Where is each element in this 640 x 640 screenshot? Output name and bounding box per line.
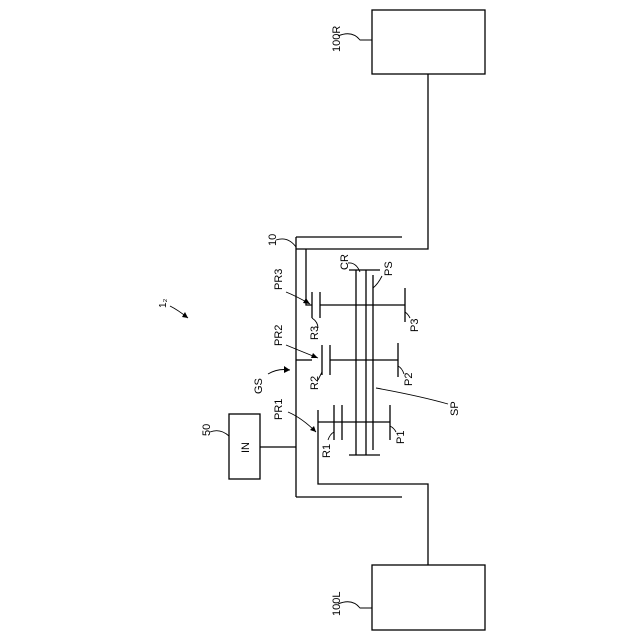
- leader-10: [276, 239, 296, 247]
- label-R3: R3: [309, 326, 321, 340]
- label-P2: P2: [403, 373, 415, 386]
- leader-PS: [373, 276, 382, 288]
- label-SP: SP: [449, 401, 461, 416]
- label-100L: 100L: [331, 592, 343, 616]
- leader-SP: [376, 388, 448, 404]
- pr3-connection: [306, 249, 312, 305]
- arrow-fig-head: [182, 312, 188, 318]
- wheel-left-box: [372, 565, 485, 630]
- label-10: 10: [267, 234, 279, 246]
- label-R1: R1: [321, 444, 333, 458]
- leader-100L: [338, 602, 372, 608]
- label-P1: P1: [395, 431, 407, 444]
- label-figure-ref: 1₂: [158, 298, 169, 308]
- leader-R1: [328, 432, 334, 440]
- wheel-right-box: [372, 10, 485, 74]
- label-PR2: PR2: [273, 325, 285, 346]
- label-PS: PS: [383, 261, 395, 276]
- label-CR: CR: [339, 254, 351, 270]
- label-50: 50: [201, 424, 213, 436]
- label-GS: GS: [253, 378, 265, 394]
- label-IN: IN: [240, 442, 252, 453]
- label-100R: 100R: [331, 26, 343, 52]
- label-PR1: PR1: [273, 399, 285, 420]
- leader-100R: [338, 34, 372, 40]
- label-PR3: PR3: [273, 269, 285, 290]
- right-output-shaft: [296, 74, 428, 249]
- arrow-GS-head: [284, 366, 290, 373]
- label-R2: R2: [309, 376, 321, 390]
- arrow-PR2-head: [311, 353, 318, 358]
- leader-P3: [405, 312, 410, 318]
- label-P3: P3: [409, 319, 421, 332]
